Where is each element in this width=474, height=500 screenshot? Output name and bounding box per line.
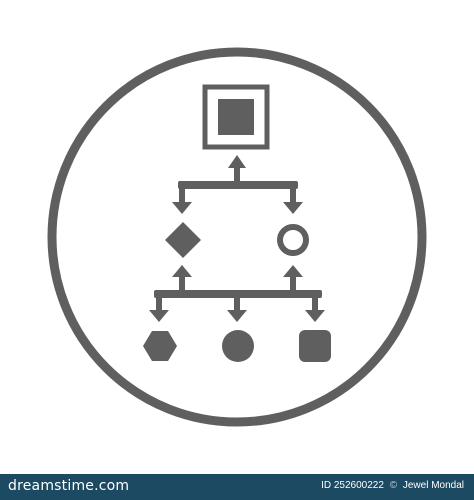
upper-branch-bar — [178, 181, 298, 189]
arrow-up-to-diamond — [172, 265, 192, 295]
image-id: ID 252600222 — [321, 480, 384, 491]
footer-credits: ID 252600222 © Jewel Mondal — [321, 480, 464, 491]
top-square-node — [202, 84, 270, 150]
footer-bar: dreamstime.com ID 252600222 © Jewel Mond… — [0, 474, 474, 500]
rounded-square-node — [299, 330, 331, 362]
arrow-up-to-top-node — [228, 155, 246, 186]
footer-logo[interactable]: dreamstime.com — [8, 478, 130, 494]
filled-circle-node — [222, 330, 254, 362]
arrow-down-to-filled-circle — [227, 290, 247, 322]
arrow-down-to-rounded-square — [305, 290, 325, 322]
hollow-circle-node — [277, 224, 309, 256]
outer-circle — [47, 47, 427, 427]
arrow-down-to-hexagon — [149, 290, 169, 322]
copyright-symbol: © — [389, 480, 398, 491]
author-name: Jewel Mondal — [402, 480, 464, 491]
arrow-down-to-diamond — [172, 181, 192, 214]
diamond-node — [165, 222, 201, 258]
hierarchy-flowchart-icon — [47, 47, 427, 427]
arrow-down-to-circle — [283, 181, 303, 214]
arrow-up-to-circle — [283, 265, 303, 295]
hexagon-node — [143, 331, 177, 361]
